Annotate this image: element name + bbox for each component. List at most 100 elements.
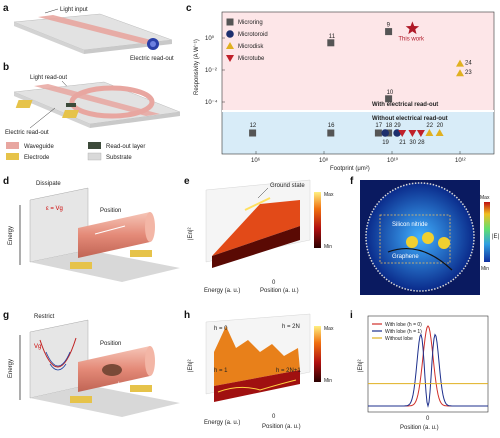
panel-label-a: a [3, 3, 9, 14]
substrate-b-side [90, 112, 180, 128]
potential-well [39, 337, 77, 368]
with-readout-point [385, 28, 393, 36]
panel-label-h: h [184, 310, 190, 321]
z-label-i: |Eh|² [358, 360, 364, 372]
position-label-d: Position [100, 208, 121, 214]
annotation-without: Without electrical read-out [372, 116, 448, 122]
point-label: 28 [418, 140, 425, 146]
point-label: 11 [329, 34, 336, 40]
without-readout-point [435, 129, 444, 136]
point-label: 22 [426, 123, 433, 129]
legend-electrode: Electrode [24, 155, 50, 161]
material-legend: Waveguide Read-out layer Electrode Subst… [6, 142, 145, 161]
surface-e-top [212, 200, 300, 256]
without-readout-point [374, 129, 382, 137]
without-readout-point [327, 129, 335, 137]
detector-icon-core [150, 41, 156, 47]
electrode-g1 [70, 396, 92, 403]
panel-h: h h = 0 h = 1 h = 2N h = 2N+1 |Eh|² Ener… [184, 310, 334, 430]
with-readout-point [327, 39, 335, 47]
waveguide-b [34, 84, 160, 116]
panel-b: b Light read-out Electric read-out [3, 62, 181, 136]
field-map-ring [366, 183, 474, 291]
electrode-g2 [130, 385, 152, 392]
panel-label-i: i [350, 310, 353, 321]
without-readout-point [416, 130, 425, 137]
legend-marker [226, 18, 234, 26]
floor-g [30, 385, 180, 417]
panel-d: d Dissipate ε = Vg Energy Position [3, 176, 180, 282]
readout-layer-b [66, 103, 76, 107]
surface-h-low [214, 370, 300, 402]
zoom-box [379, 214, 451, 264]
panel-label-b: b [3, 62, 9, 73]
profile-curves [368, 325, 488, 408]
point-label: 19 [382, 140, 389, 146]
surface-h-ripple [217, 379, 297, 393]
legend-marker [226, 42, 234, 49]
with-readout-point [456, 59, 464, 67]
colorbar-h-max: Max [324, 326, 334, 332]
microring [69, 85, 155, 119]
curve-with-lobe-h1 [368, 333, 488, 408]
zero-h: 0 [272, 414, 276, 420]
position-label-g: Position [100, 341, 121, 347]
lobe-structure [102, 364, 122, 376]
profile-legend: With lobe (h = 0)With lobe (h = 1)Withou… [372, 322, 422, 342]
without-readout-region [222, 112, 494, 154]
surface-h-top [214, 326, 300, 386]
light-input-pointer [44, 8, 59, 14]
point-label: 24 [465, 61, 472, 67]
without-readout-point [381, 129, 390, 137]
legend-label: Microring [238, 20, 263, 26]
without-readout-point [249, 129, 257, 137]
colorbar-e-min: Min [324, 244, 332, 250]
legend-label: Microtoroid [238, 32, 268, 38]
graphene-label: Graphene [392, 254, 419, 260]
field-map-dots [365, 182, 475, 292]
legend-marker [226, 30, 234, 38]
energy-label-g: Energy [8, 359, 14, 378]
colorbar-e [314, 192, 321, 248]
position-axis-e: Position (a. u.) [260, 288, 299, 294]
x-tick-label: 10⁸ [319, 157, 329, 164]
position-axis-i: Position (a. u.) [400, 425, 439, 431]
panel-label-f: f [350, 176, 354, 187]
bound-state-2 [49, 363, 67, 371]
point-label: 12 [250, 123, 257, 129]
panel-g: g Restrict Vg Energy Position Lobe struc… [3, 310, 180, 417]
panel-f: f Silicon nitride Graphene Max Min |E| [350, 176, 500, 295]
dissipate-label: Dissipate [36, 181, 61, 187]
point-label: 20 [437, 123, 444, 129]
surface-e-low [212, 226, 300, 268]
formula-d: ε = Vg [46, 206, 63, 212]
electrode-d1 [70, 262, 92, 269]
legend-label: Microdisk [238, 44, 264, 50]
y-tick-label: 10⁻⁴ [205, 99, 218, 106]
substrate-b-front [14, 92, 90, 128]
with-readout-point [405, 21, 420, 35]
h2N-label: h = 2N [282, 324, 300, 330]
point-label: 23 [465, 70, 472, 76]
with-readout-region [222, 12, 494, 110]
colorbar-h-min: Min [324, 378, 332, 384]
legend-label: Without lobe [385, 336, 413, 342]
light-readout-label: Light read-out [30, 75, 67, 81]
without-readout-point [408, 130, 417, 137]
ground-state-pointer [257, 187, 269, 199]
panel-i: i With lobe (h = 0)With lobe (h = 1)With… [350, 310, 489, 431]
legend-swatch-waveguide [6, 142, 19, 149]
point-label: 9 [387, 23, 391, 29]
tube-end-d [145, 212, 155, 242]
energy-axis-h: Energy (a. u.) [204, 420, 240, 426]
legend-waveguide: Waveguide [24, 144, 54, 150]
bound-state-1 [45, 351, 71, 367]
energy-axis-e: Energy (a. u.) [204, 288, 240, 294]
without-readout-point [425, 129, 434, 136]
energy-label-d: Energy [8, 226, 14, 245]
point-label: 10 [387, 90, 394, 96]
microtube-d [78, 212, 150, 258]
electrode-b1 [15, 100, 33, 108]
